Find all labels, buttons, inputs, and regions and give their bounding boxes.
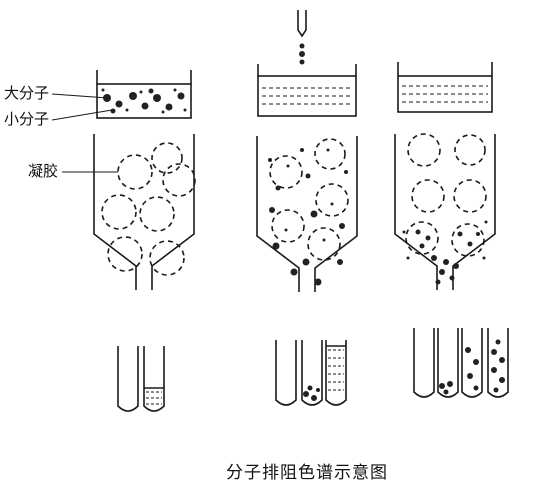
figure-caption: 分子排阻色谱示意图	[226, 463, 388, 483]
large-molecule-dots	[103, 88, 185, 114]
sample-band	[96, 83, 192, 119]
pipette	[297, 10, 307, 38]
column-1	[93, 70, 196, 291]
label-gel: 凝胶	[28, 162, 59, 180]
column-3	[394, 62, 496, 291]
label-small-molecule: 小分子	[4, 110, 50, 128]
leader-small	[51, 109, 113, 121]
label-large-molecule: 大分子	[4, 84, 50, 102]
leader-large	[51, 93, 109, 99]
gel-beads	[101, 142, 196, 276]
small-molecule-dots	[101, 88, 187, 114]
tube-contents	[144, 345, 346, 405]
column-2	[256, 10, 358, 293]
test-tubes	[117, 328, 509, 412]
buffer-reservoir	[257, 75, 357, 117]
